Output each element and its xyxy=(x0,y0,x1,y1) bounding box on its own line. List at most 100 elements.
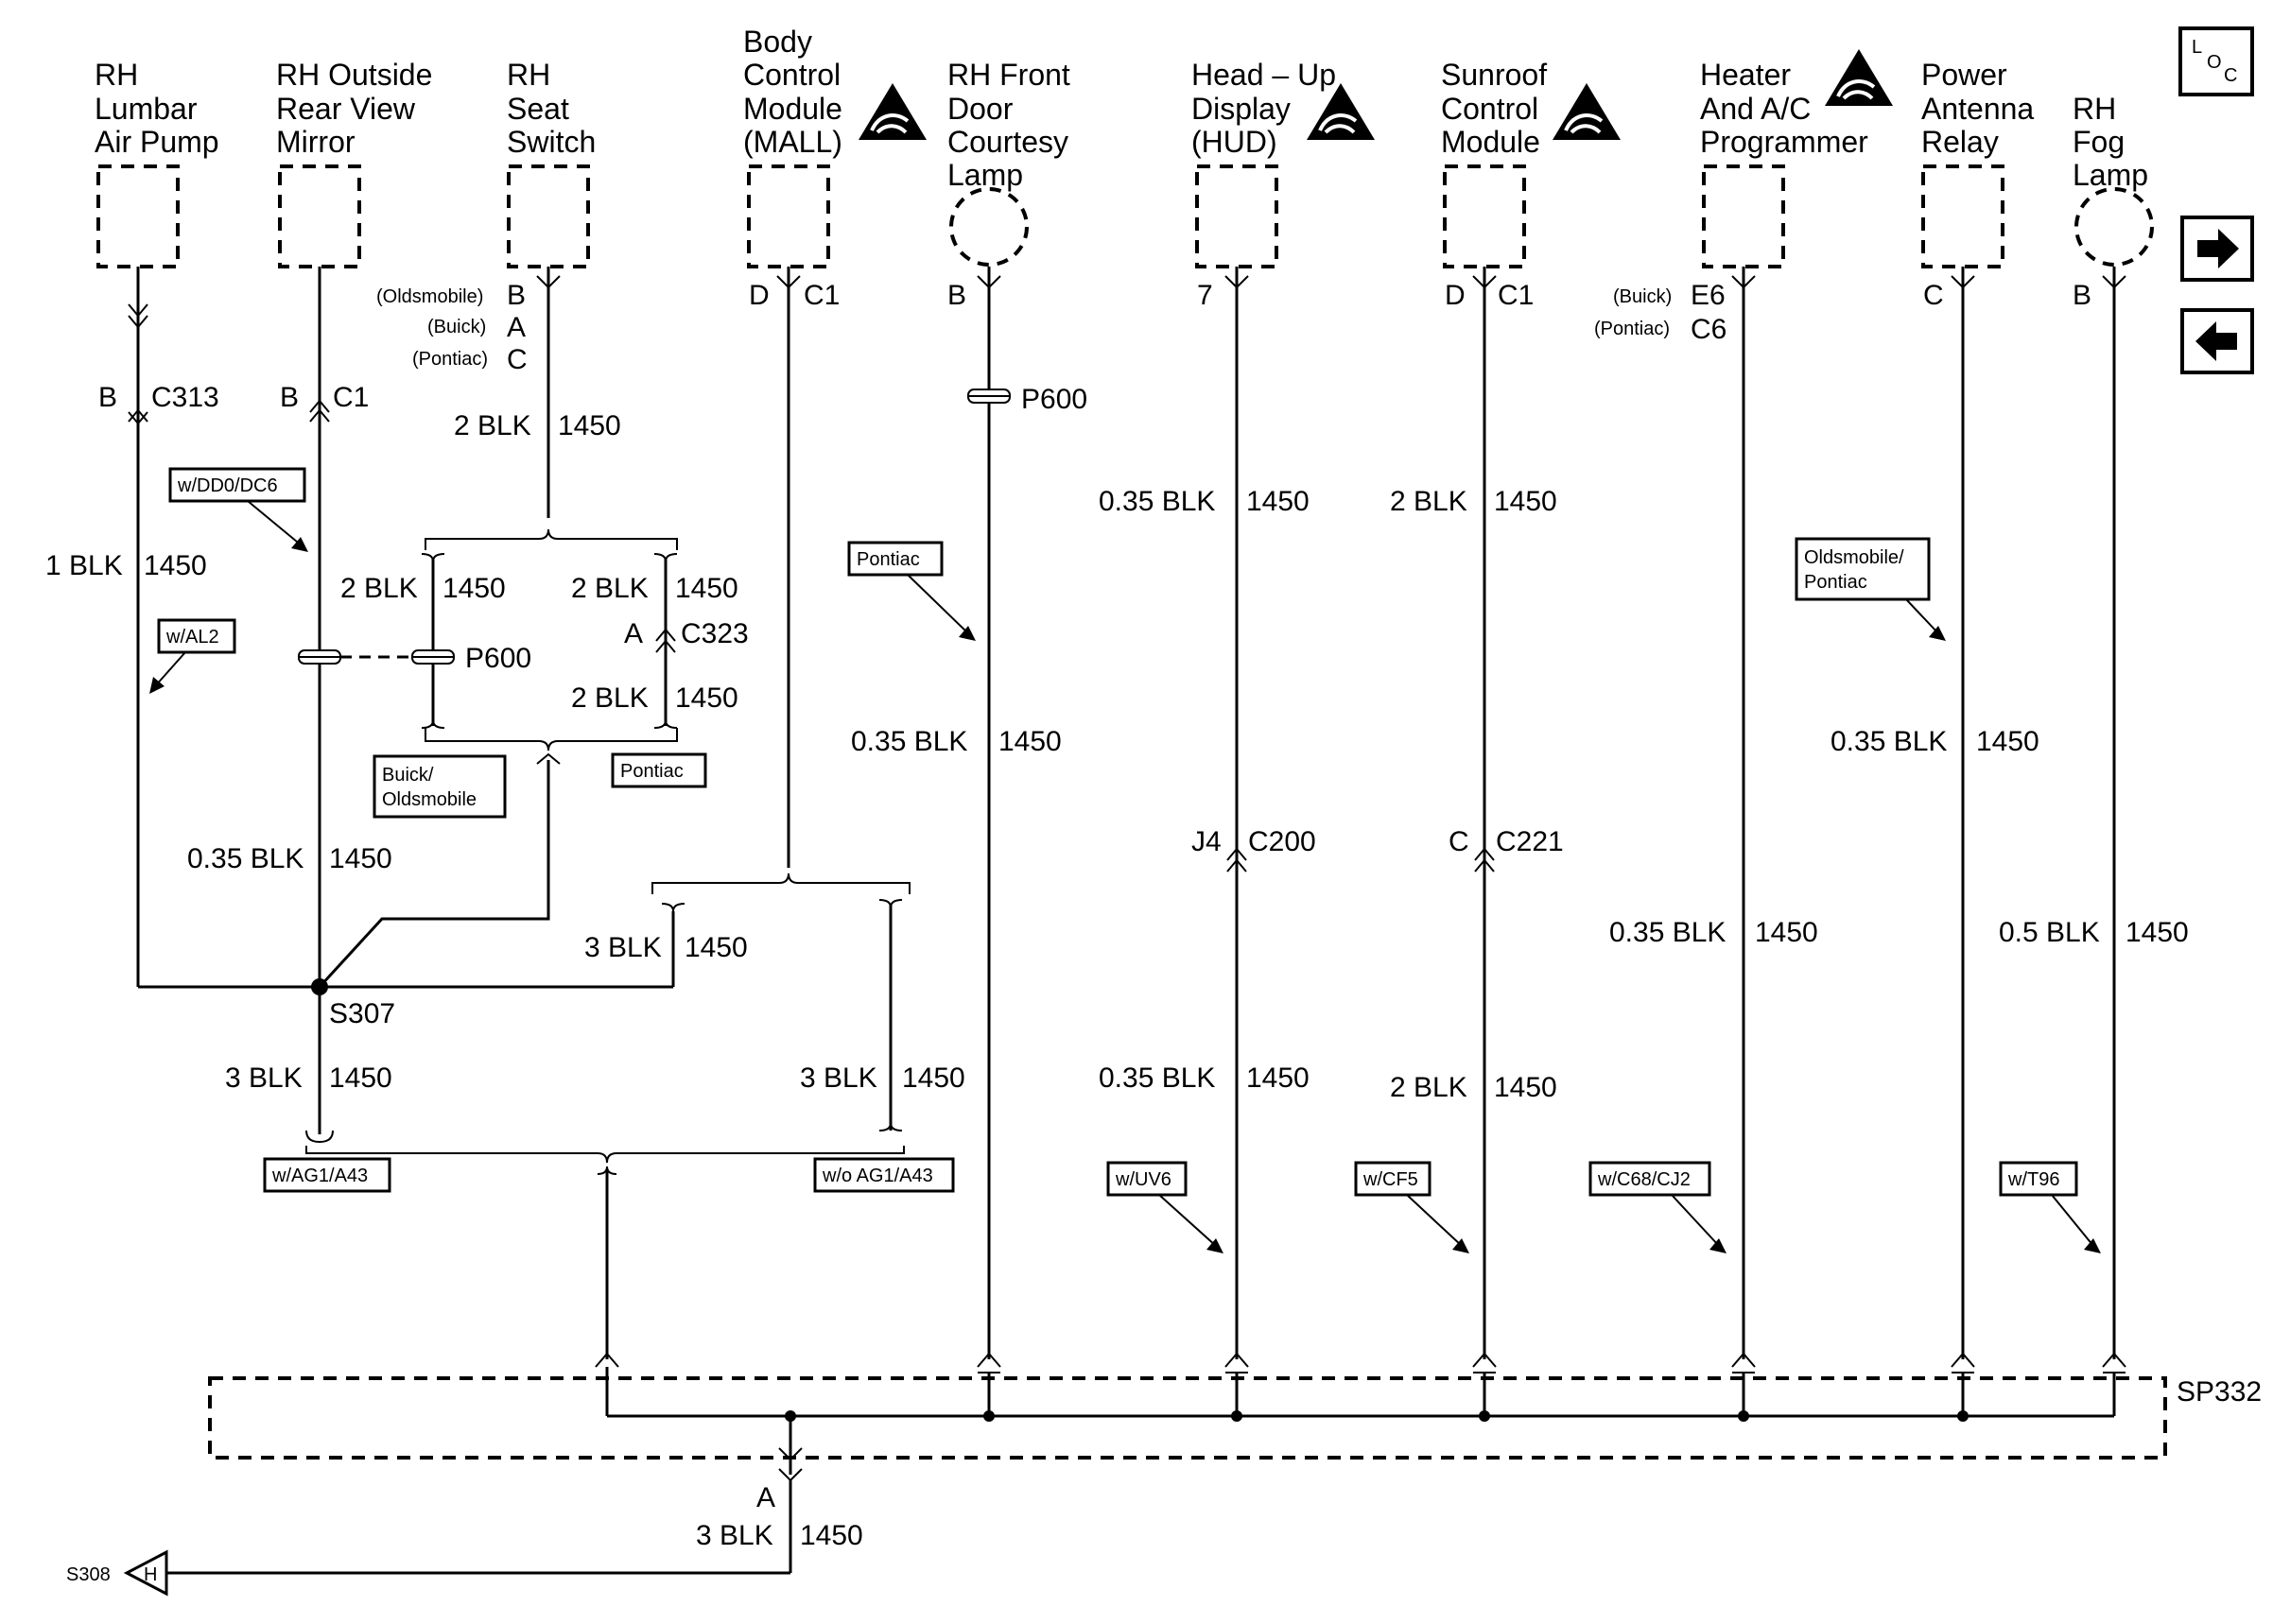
component-rh-seat-switch: RH Seat Switch xyxy=(507,58,596,268)
svg-text:Door: Door xyxy=(947,92,1014,126)
svg-text:(Oldsmobile): (Oldsmobile) xyxy=(376,286,483,307)
svg-text:C200: C200 xyxy=(1248,826,1316,857)
svg-text:B: B xyxy=(947,280,966,311)
svg-text:C1: C1 xyxy=(804,280,840,311)
circuit-label: 1450 xyxy=(685,932,748,963)
svg-text:w/T96: w/T96 xyxy=(2007,1169,2059,1190)
wire-lumbar: B C313 1 BLK 1450 xyxy=(45,267,320,989)
svg-text:Head – Up: Head – Up xyxy=(1191,58,1336,92)
svg-text:And A/C: And A/C xyxy=(1700,92,1811,126)
svg-text:Seat: Seat xyxy=(507,92,569,126)
svg-text:(Pontiac): (Pontiac) xyxy=(412,349,488,370)
circuit-label: 1450 xyxy=(902,1063,965,1094)
component-power-antenna-relay: Power Antenna Relay xyxy=(1921,58,2034,268)
svg-text:w/AL2: w/AL2 xyxy=(165,627,219,648)
svg-text:Switch: Switch xyxy=(507,125,596,159)
esd-warning-icon xyxy=(1823,47,1895,108)
svg-text:O: O xyxy=(2207,52,2222,73)
next-page-button[interactable] xyxy=(2180,216,2254,282)
wire-hud: 7 0.35 BLK 1450 J4 C200 0.35 BLK 1450 xyxy=(1099,267,1316,1373)
esd-warning-icon xyxy=(1551,81,1622,142)
wire-label: 0.35 BLK xyxy=(1609,917,1726,948)
circuit-label: 1450 xyxy=(442,573,506,604)
svg-text:Display: Display xyxy=(1191,92,1291,126)
wire-label: 0.5 BLK xyxy=(1999,917,2100,948)
svg-text:A: A xyxy=(507,312,526,343)
svg-text:H: H xyxy=(144,1564,157,1585)
circuit-label: 1450 xyxy=(329,1063,392,1094)
circuit-label: 1450 xyxy=(800,1520,863,1551)
esd-warning-icon xyxy=(1305,81,1377,142)
svg-text:Control: Control xyxy=(1441,92,1538,126)
svg-text:Module: Module xyxy=(1441,125,1540,159)
option-note-al2: w/AL2 xyxy=(149,618,236,694)
svg-text:Body: Body xyxy=(743,25,812,59)
circuit-label: 1450 xyxy=(1976,726,2039,757)
pin-label: B xyxy=(280,382,299,413)
option-note-buick-olds: Buick/ Oldsmobile xyxy=(373,754,507,819)
circuit-label: 1450 xyxy=(2126,917,2189,948)
svg-text:Programmer: Programmer xyxy=(1700,125,1868,159)
svg-text:D: D xyxy=(1445,280,1466,311)
wire-label: 3 BLK xyxy=(584,932,662,963)
svg-text:Power: Power xyxy=(1921,58,2007,92)
component-heater-ac-programmer: Heater And A/C Programmer xyxy=(1700,47,1895,268)
wire-sunroof: D C1 2 BLK 1450 C C221 2 BLK 1450 xyxy=(1390,267,1564,1373)
ground-ref-label: S308 xyxy=(66,1564,111,1585)
svg-text:w/AG1/A43: w/AG1/A43 xyxy=(271,1166,368,1186)
svg-text:Courtesy: Courtesy xyxy=(947,125,1068,159)
svg-text:Relay: Relay xyxy=(1921,125,1999,159)
svg-text:RH: RH xyxy=(507,58,550,92)
location-button[interactable]: L O C xyxy=(2178,26,2254,96)
option-note-c68: w/C68/CJ2 xyxy=(1588,1161,1726,1253)
svg-text:(MALL): (MALL) xyxy=(743,125,842,159)
svg-text:Oldsmobile: Oldsmobile xyxy=(382,789,477,810)
svg-text:w/CF5: w/CF5 xyxy=(1362,1169,1418,1190)
circuit-label: 1450 xyxy=(1246,1063,1310,1094)
splice-pack-label: SP332 xyxy=(2177,1376,2262,1408)
component-body-control-module: Body Control Module (MALL) xyxy=(743,25,928,268)
svg-text:Fog: Fog xyxy=(2073,125,2125,159)
svg-text:Antenna: Antenna xyxy=(1921,92,2034,126)
wire-label: 0.35 BLK xyxy=(1099,486,1215,517)
wire-fog: B 0.5 BLK 1450 xyxy=(1999,267,2189,1373)
circuit-label: 1450 xyxy=(144,550,207,581)
wire-label: 3 BLK xyxy=(800,1063,877,1094)
option-note-dd0: w/DD0/DC6 xyxy=(168,467,308,552)
svg-text:Lamp: Lamp xyxy=(2073,158,2148,192)
svg-text:J4: J4 xyxy=(1191,826,1222,857)
option-note-wo-ag1: w/o AG1/A43 xyxy=(813,1157,955,1193)
svg-text:RH: RH xyxy=(2073,92,2116,126)
svg-text:B: B xyxy=(507,280,526,311)
option-note-olds-pontiac: Oldsmobile/ Pontiac xyxy=(1795,537,1946,641)
svg-text:C: C xyxy=(1923,280,1944,311)
wire-courtesy: B P600 0.35 BLK 1450 xyxy=(851,267,1087,1373)
svg-text:Sunroof: Sunroof xyxy=(1441,58,1547,92)
splice-pack-sp332: SP332 xyxy=(208,1367,2262,1482)
circuit-label: 1450 xyxy=(998,726,1062,757)
svg-text:(Buick): (Buick) xyxy=(427,317,486,337)
previous-page-button[interactable] xyxy=(2180,308,2254,374)
svg-text:Pontiac: Pontiac xyxy=(857,549,920,570)
wire-label: 2 BLK xyxy=(571,573,649,604)
wire-hvac: (Buick) E6 (Pontiac) C6 0.35 BLK 1450 xyxy=(1594,267,1818,1373)
svg-text:Control: Control xyxy=(743,58,841,92)
svg-text:RH Outside: RH Outside xyxy=(276,58,432,92)
component-rh-fog-lamp: RH Fog Lamp xyxy=(2073,92,2154,267)
wire-mirror: B C1 0.35 BLK 1450 S307 3 BLK 1450 xyxy=(187,267,424,1144)
circuit-label: 1450 xyxy=(329,843,392,874)
svg-text:Rear View: Rear View xyxy=(276,92,416,126)
svg-text:Lumbar: Lumbar xyxy=(95,92,198,126)
pin-label: B xyxy=(98,382,117,413)
svg-text:C221: C221 xyxy=(1496,826,1564,857)
svg-text:(Pontiac): (Pontiac) xyxy=(1594,319,1670,339)
connector-label: C1 xyxy=(333,382,369,413)
svg-text:A: A xyxy=(624,618,643,649)
wire-label: 2 BLK xyxy=(1390,1072,1467,1103)
svg-text:(HUD): (HUD) xyxy=(1191,125,1277,159)
wire-label: 0.35 BLK xyxy=(187,843,304,874)
svg-text:C: C xyxy=(507,344,528,375)
option-note-pontiac-seat: Pontiac xyxy=(611,752,707,788)
wire-label: 0.35 BLK xyxy=(851,726,967,757)
